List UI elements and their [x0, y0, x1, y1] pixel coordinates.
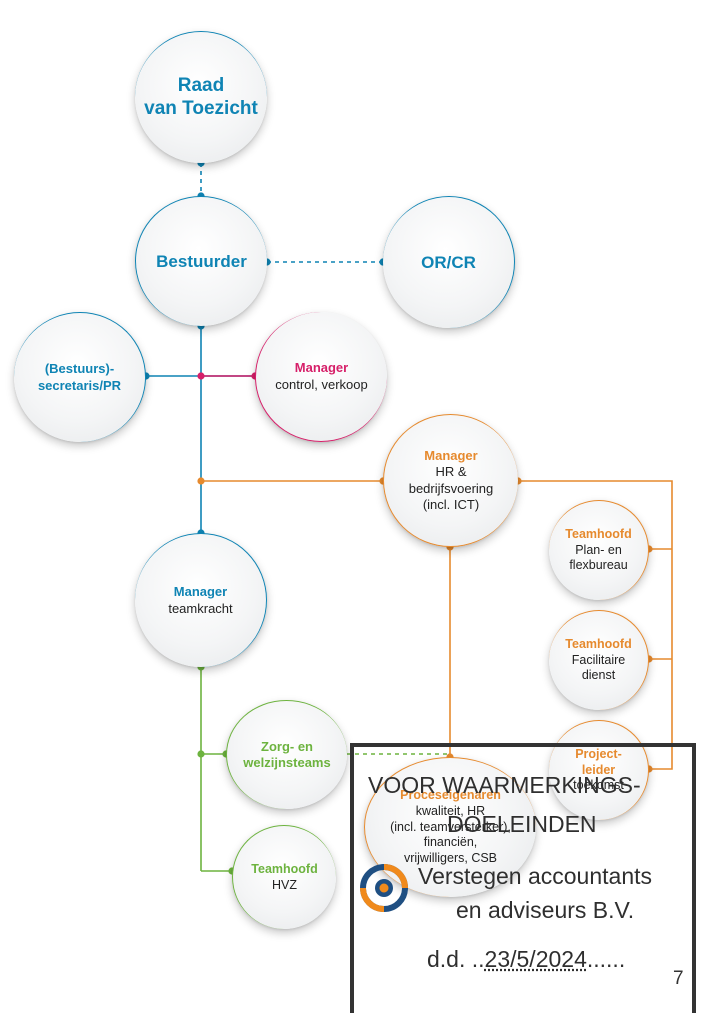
stamp-line-2: DOELEINDEN: [447, 811, 597, 838]
node-title: Teamhoofd: [251, 862, 317, 878]
node-title: Teamhoofd: [565, 527, 631, 543]
node-title: Manager: [295, 360, 348, 376]
node-title: OR/CR: [421, 252, 476, 273]
node-title: Manager: [424, 448, 477, 464]
node-subtitle: Plan- en flexbureau: [569, 543, 627, 574]
stamp-line-3: Verstegen accountants: [418, 863, 652, 890]
node-bestuurder: Bestuurder: [135, 196, 267, 326]
node-bestuurs-secretaris: (Bestuurs)- secretaris/PR: [14, 312, 146, 442]
node-subtitle: HVZ: [272, 878, 297, 894]
node-subtitle: control, verkoop: [275, 377, 368, 393]
node-title: Manager: [174, 584, 227, 600]
stamp-date-prefix: d.d. ..: [427, 946, 485, 972]
node-raad-van-toezicht: Raad van Toezicht: [135, 31, 267, 163]
node-teamhoofd-facilitair: Teamhoofd Facilitaire dienst: [549, 610, 649, 710]
stamp-date-line: d.d. ..23/5/2024......: [427, 946, 625, 973]
node-title: (Bestuurs)- secretaris/PR: [38, 361, 121, 394]
node-title: Raad van Toezicht: [144, 75, 258, 121]
node-teamhoofd-plan: Teamhoofd Plan- en flexbureau: [549, 500, 649, 600]
node-or-cr: OR/CR: [383, 196, 515, 328]
node-manager-teamkracht: Manager teamkracht: [135, 533, 267, 667]
node-manager-control: Manager control, verkoop: [255, 312, 387, 442]
node-teamhoofd-hvz: Teamhoofd HVZ: [232, 825, 336, 929]
node-subtitle: Facilitaire dienst: [572, 653, 626, 684]
node-zorg-welzijnsteams: Zorg- en welzijnsteams: [226, 700, 347, 809]
node-subtitle: teamkracht: [168, 601, 232, 617]
node-subtitle: HR & bedrijfsvoering (incl. ICT): [409, 464, 494, 513]
node-title: Zorg- en welzijnsteams: [243, 739, 330, 772]
stamp-line-1: VOOR WAARMERKINGS-: [368, 772, 641, 799]
page-number: 7: [673, 968, 684, 990]
stamp-line-4: en adviseurs B.V.: [456, 897, 634, 924]
accountant-logo-icon: [358, 862, 410, 914]
node-manager-hr: Manager HR & bedrijfsvoering (incl. ICT): [383, 414, 518, 547]
node-title: Teamhoofd: [565, 637, 631, 653]
stamp-date: 23/5/2024: [485, 946, 587, 972]
node-title: Bestuurder: [156, 251, 247, 272]
stamp-date-suffix: ......: [587, 946, 625, 972]
